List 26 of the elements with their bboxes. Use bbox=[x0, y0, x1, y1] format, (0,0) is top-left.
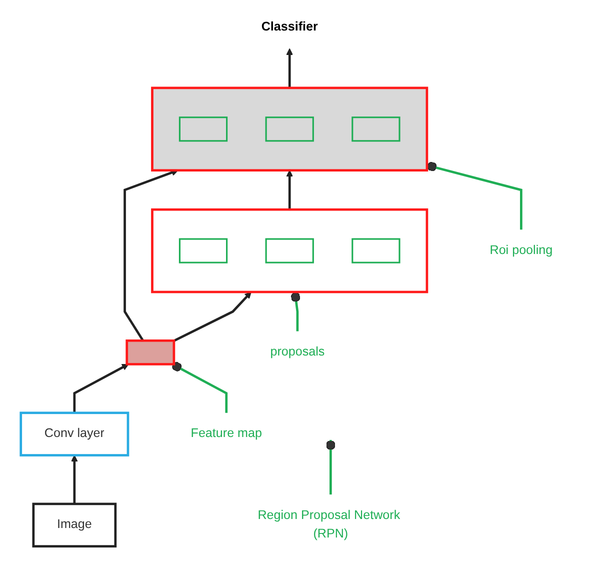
cluster bbox=[151, 208, 428, 294]
arrow bbox=[73, 364, 129, 413]
node-box bbox=[126, 339, 176, 366]
node-box: Conv layer bbox=[20, 412, 130, 456]
connector bbox=[172, 362, 228, 413]
node-box bbox=[178, 116, 228, 142]
cluster bbox=[151, 86, 428, 172]
connector bbox=[426, 162, 522, 230]
node-box bbox=[352, 238, 400, 264]
arrow bbox=[173, 292, 252, 342]
node-box bbox=[352, 116, 400, 142]
node-box bbox=[265, 116, 314, 142]
node-text: Classifier bbox=[261, 20, 318, 34]
node-text: proposals bbox=[270, 345, 325, 359]
node-text: Feature map bbox=[190, 426, 262, 440]
node-box bbox=[178, 238, 228, 264]
arrow bbox=[286, 170, 294, 210]
node-text: Region Proposal Network (RPN) bbox=[258, 508, 400, 541]
arrow bbox=[124, 169, 178, 342]
node-text: Roi pooling bbox=[490, 244, 553, 258]
connector bbox=[326, 440, 336, 494]
arrow bbox=[286, 48, 294, 88]
connector bbox=[290, 292, 300, 332]
node-box bbox=[265, 238, 314, 264]
node-box: Image bbox=[32, 502, 117, 548]
arrow bbox=[70, 454, 78, 504]
